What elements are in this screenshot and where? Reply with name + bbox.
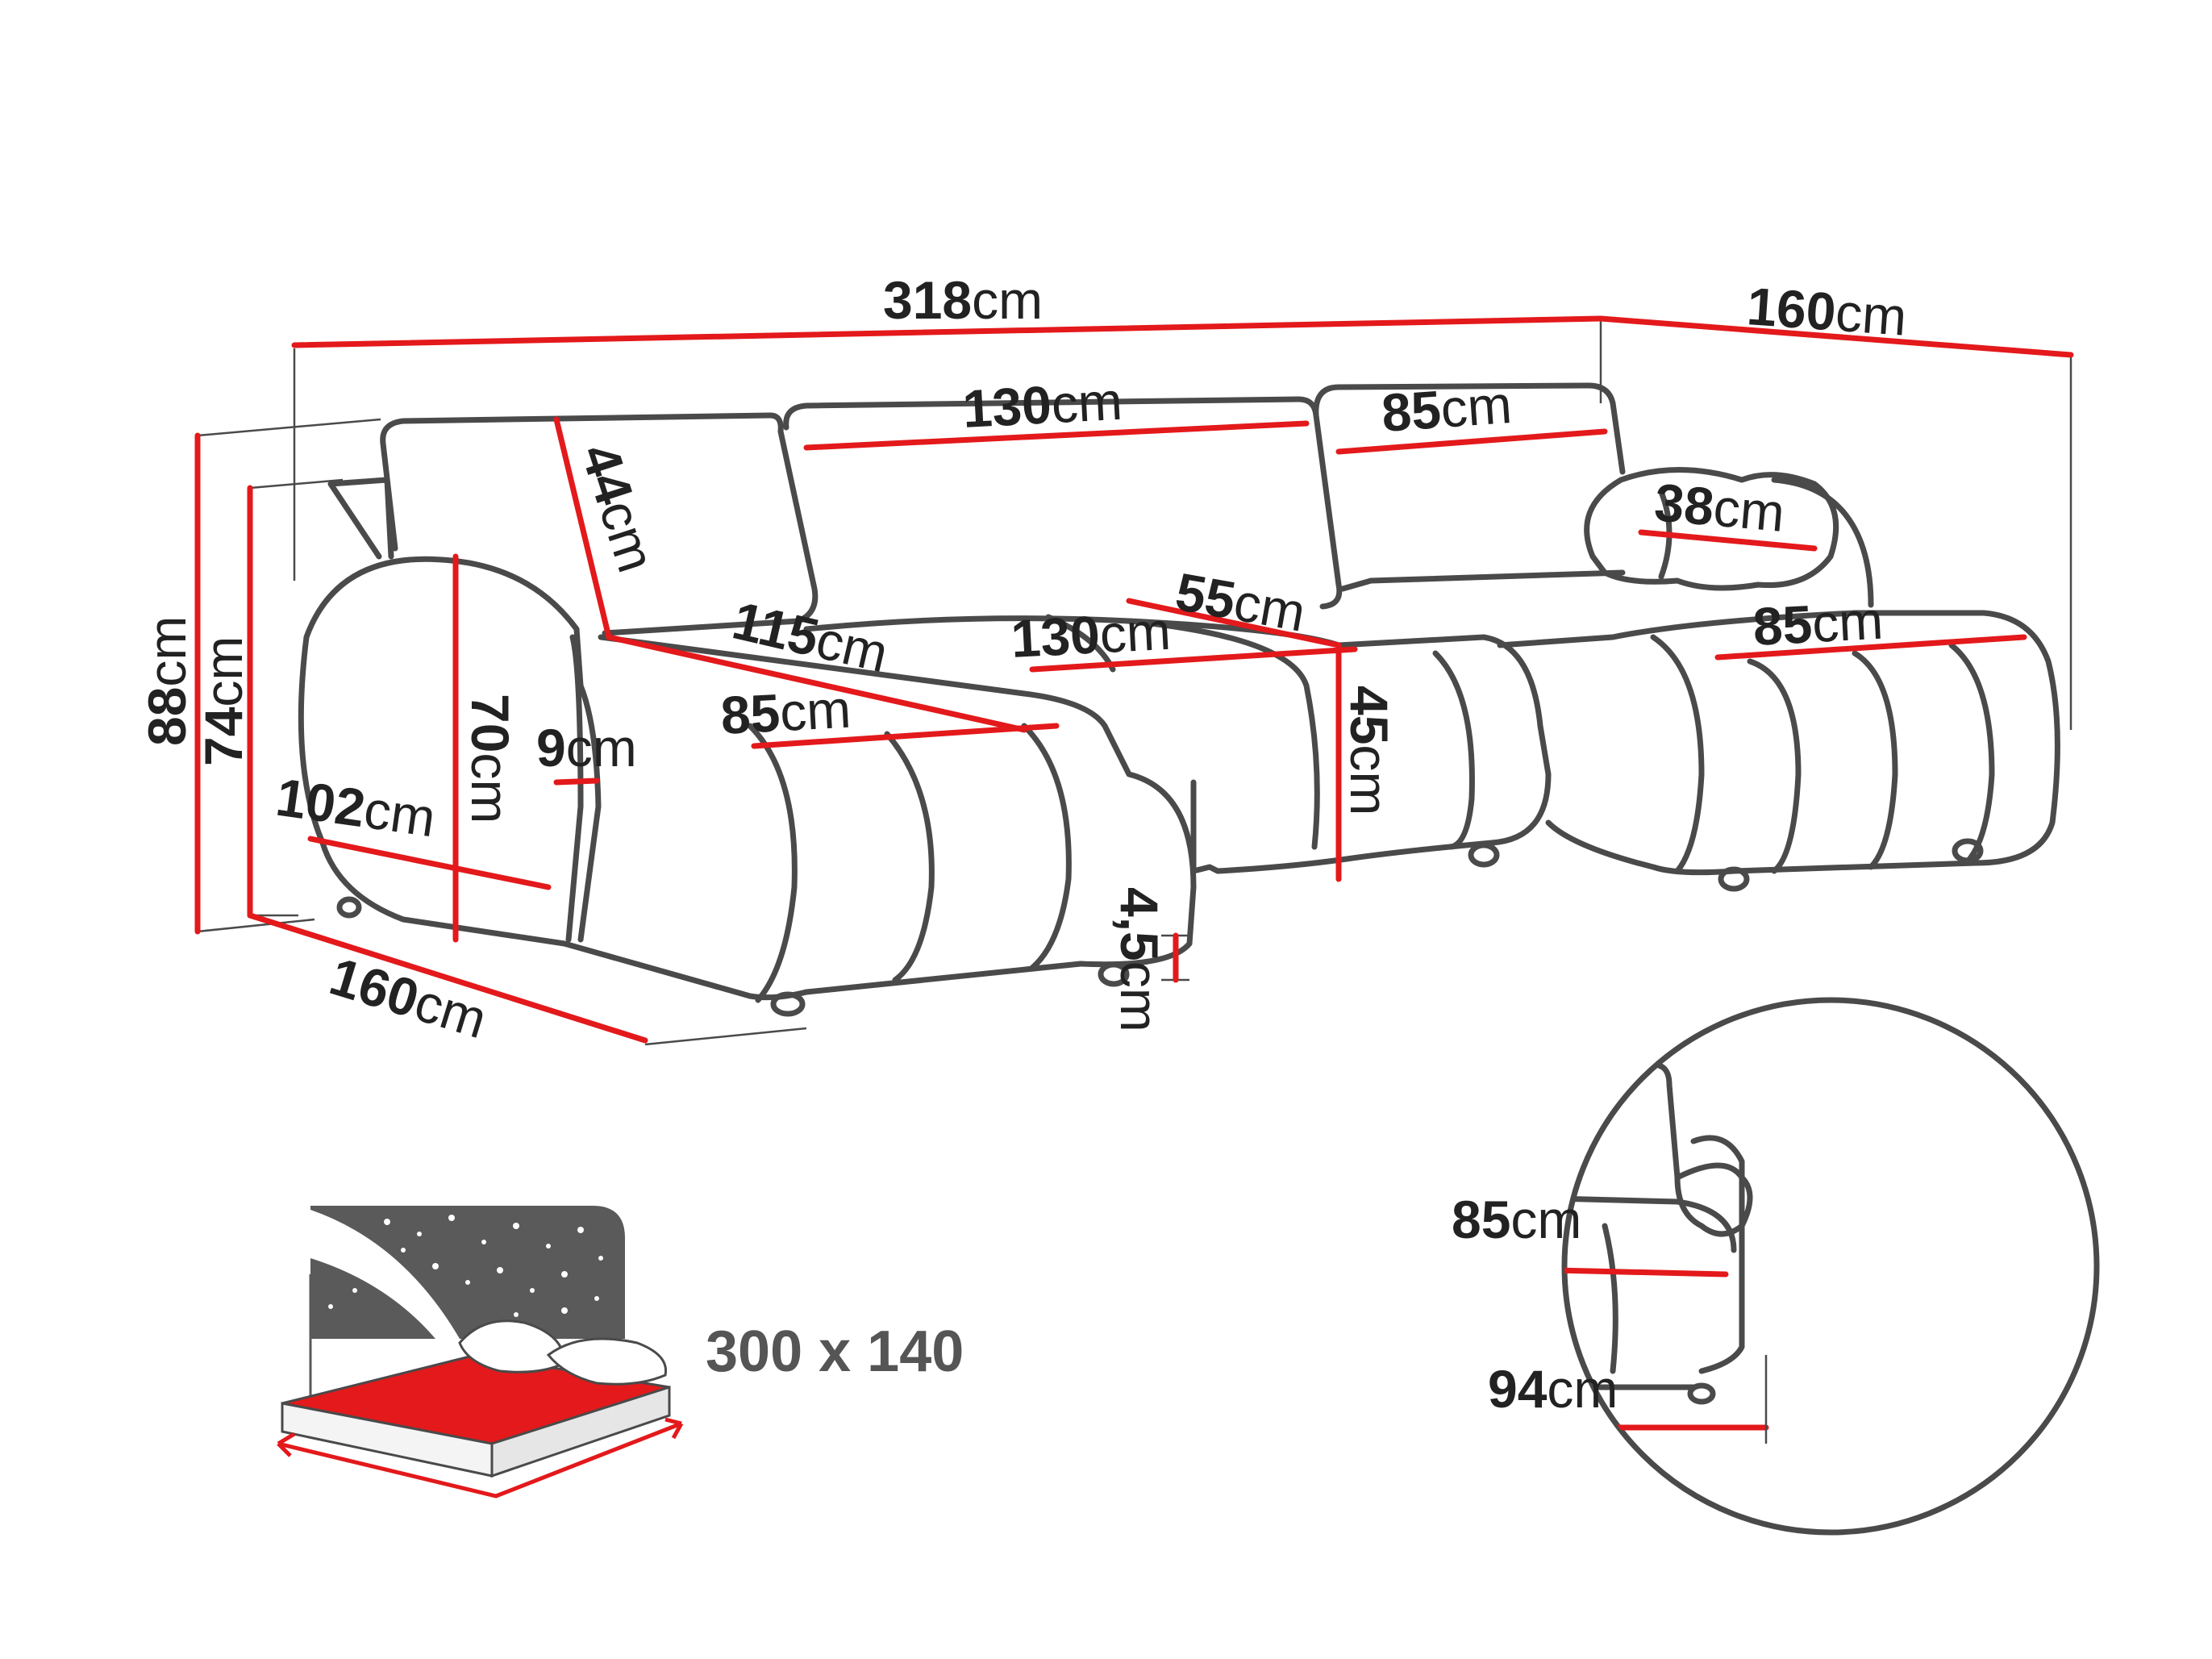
label-130-seat: 130cm <box>1010 601 1173 669</box>
label-88: 88cm <box>137 616 197 746</box>
dimension-lines <box>194 315 2074 1044</box>
stars <box>328 1215 603 1317</box>
label-102: 102cm <box>273 767 439 848</box>
label-318: 318cm <box>883 270 1043 330</box>
dim-line-85-back <box>1335 428 1608 455</box>
label-45: 45cm <box>1339 686 1399 815</box>
label-85-seat: 85cm <box>719 679 852 745</box>
label-94-detail: 94cm <box>1488 1359 1618 1419</box>
label-44: 44cm <box>570 436 667 578</box>
label-160-left: 160cm <box>323 946 494 1050</box>
dim-line-9 <box>553 777 600 786</box>
label-130-back: 130cm <box>961 371 1124 439</box>
label-74: 74cm <box>194 636 253 766</box>
dim-line-38 <box>1638 529 1818 552</box>
detail-circle: 85cm 94cm <box>1452 997 2100 1536</box>
label-85-back: 85cm <box>1380 374 1514 443</box>
dim-line-130-seat <box>1029 646 1358 673</box>
label-38: 38cm <box>1652 472 1787 543</box>
label-55: 55cm <box>1172 561 1310 643</box>
dim-line-102 <box>307 836 552 890</box>
label-9: 9cm <box>536 718 637 777</box>
label-85-chaise: 85cm <box>1752 590 1885 657</box>
dim-line-318 <box>291 315 1604 348</box>
sofa-outline <box>298 382 2060 1017</box>
dim-line-160-top <box>1598 315 2074 358</box>
dim-line-55 <box>1126 598 1342 648</box>
label-160-top: 160cm <box>1745 276 1909 347</box>
dim-line-85-detail <box>1564 1263 1729 1278</box>
dim-line-115 <box>606 634 1027 733</box>
dim-line-85-chaise <box>1714 634 2027 661</box>
label-70: 70cm <box>460 694 520 823</box>
sleeping-area-label: 300 x 140 <box>706 1319 964 1384</box>
label-85-detail: 85cm <box>1452 1190 1581 1249</box>
dim-line-44 <box>553 416 612 640</box>
dim-line-85-seat <box>751 723 1060 749</box>
label-4-5: 4,5cm <box>1110 887 1169 1032</box>
dim-line-130-back <box>803 420 1310 451</box>
bed-icon: 300 x 140 <box>277 1206 964 1499</box>
dim-line-160-left <box>247 912 648 1044</box>
dimension-labels: 318cm 160cm 130cm 85cm 44cm 38cm 115cm 1… <box>137 270 1909 1049</box>
